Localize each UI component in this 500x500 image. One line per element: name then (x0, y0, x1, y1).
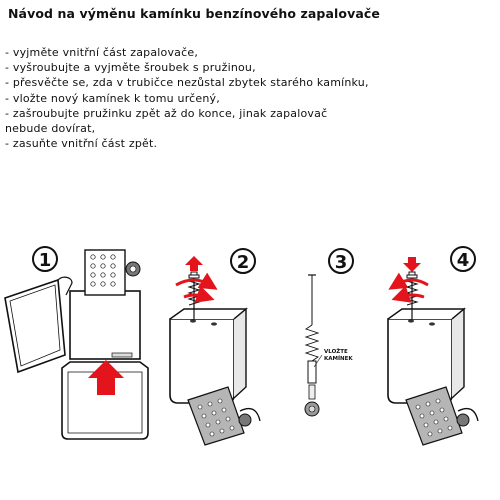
svg-text:1: 1 (39, 250, 52, 271)
insert-flint-label-1: VLOŽTE (324, 347, 348, 355)
step-line-5: - zašroubujte pružinku zpět až do konce,… (5, 106, 328, 120)
spring-flint-icon: VLOŽTE KAMÍNEK (304, 274, 353, 417)
svg-text:4: 4 (457, 250, 470, 271)
instruction-title: Návod na výměnu kamínku benzínového zapa… (8, 6, 380, 21)
step-line-3: - přesvěčte se, zda v trubičce nezůstal … (5, 76, 369, 90)
step-line-1: - vyjměte vnitřní část zapalovače, (5, 46, 199, 59)
step-line-4: - vložte nový kamínek k tomu určený, (5, 91, 220, 105)
lighter-open-icon (4, 249, 149, 440)
instruction-steps: - vyjměte vnitřní část zapalovače, - vyš… (5, 45, 495, 151)
step-3-illustration: 3 VLOŽTE KAMÍNEK (304, 248, 354, 417)
svg-text:3: 3 (335, 252, 348, 273)
step-number-3: 3 (328, 248, 354, 274)
lighter-insert-tighten-screw-icon (387, 257, 479, 446)
step-line-7: - zasuňte vnitřní část zpět. (5, 137, 158, 151)
lighter-insert-remove-screw-icon (169, 256, 261, 446)
step-4-illustration: 4 (387, 246, 479, 446)
insert-flint-label-2: KAMÍNEK (324, 354, 353, 362)
instruction-diagram: 1 (4, 246, 479, 446)
step-2-illustration: 2 (169, 248, 261, 446)
step-number-2: 2 (230, 248, 256, 274)
svg-text:2: 2 (237, 252, 250, 273)
step-number-1: 1 (32, 246, 58, 272)
step-number-4: 4 (450, 246, 476, 272)
step-line-6: nebude dovírat, (5, 122, 96, 136)
step-1-illustration: 1 (4, 246, 149, 440)
step-line-2: - vyšroubujte a vyjměte šroubek s pružin… (5, 61, 256, 75)
